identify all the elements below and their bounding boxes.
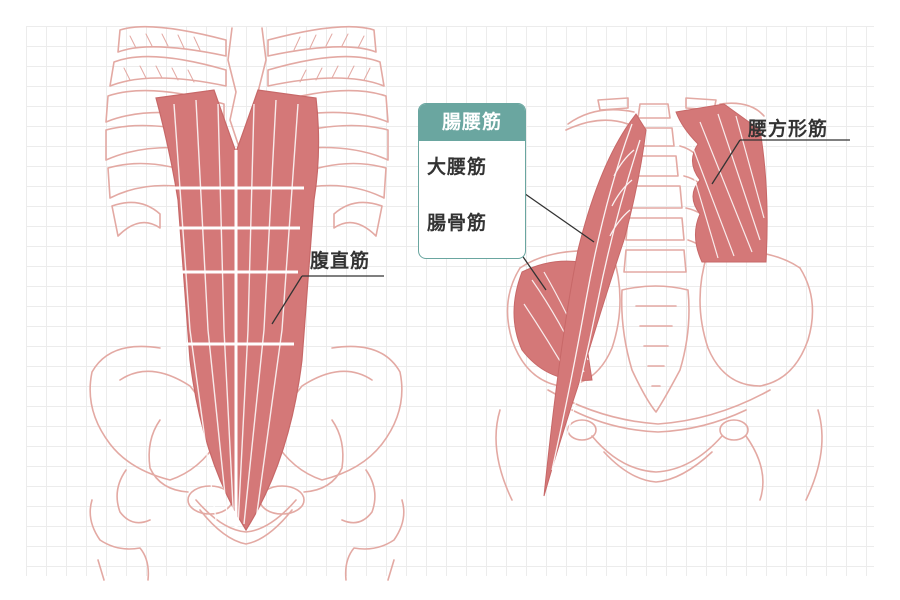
- iliopsoas-label-box: 腸腰筋 大腰筋 腸骨筋: [418, 103, 526, 259]
- label-rectus-abdominis: 腹直筋: [310, 250, 371, 272]
- label-quadratus-lumborum: 腰方形筋: [748, 118, 829, 140]
- label-iliacus: 腸骨筋: [427, 212, 488, 234]
- quadratus-leader: [711, 139, 741, 185]
- label-iliopsoas: 腸腰筋: [419, 104, 525, 141]
- rectus-abdominis-muscle: [155, 89, 320, 532]
- quadratus-lumborum-muscle: [675, 103, 768, 263]
- psoas-major-muscle: [543, 113, 647, 497]
- label-psoas-major: 大腰筋: [427, 156, 488, 178]
- rectus-leader: [271, 275, 303, 325]
